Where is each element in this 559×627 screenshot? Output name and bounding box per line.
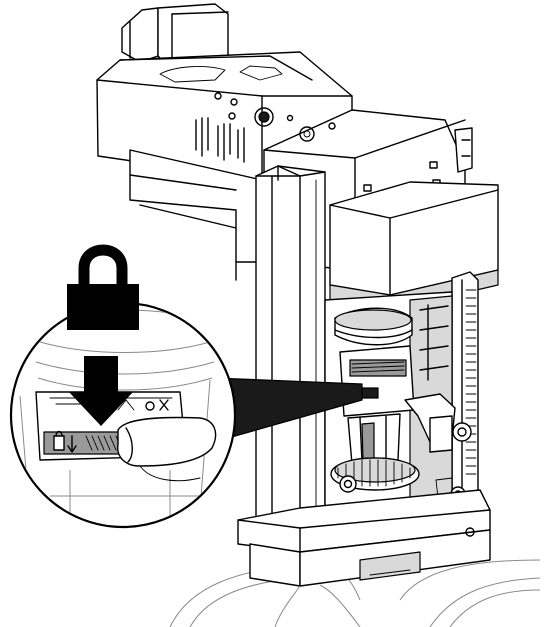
drive-mechanism: [324, 291, 472, 511]
arrow-down-icon: [69, 356, 133, 426]
magnifier-detail: [9, 301, 237, 529]
cable-gland: [121, 3, 229, 71]
padlock-icon: [67, 244, 139, 330]
base-plate: [237, 489, 491, 627]
yoke-column: [255, 165, 479, 549]
